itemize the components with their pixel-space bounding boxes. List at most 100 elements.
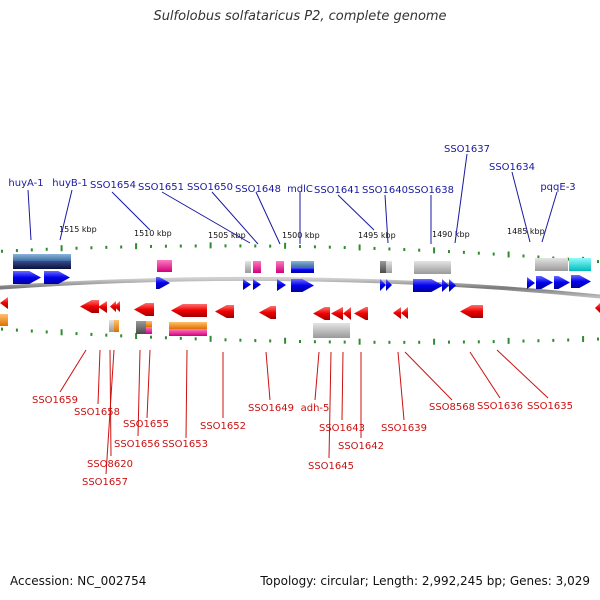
scale-label: 1515 kbp [59, 225, 97, 234]
forward-gene-arrow [13, 271, 41, 284]
tick-mark [135, 243, 138, 250]
reverse-gene-label: SSO1659 [32, 395, 78, 406]
tick-mark [433, 247, 436, 254]
tick-mark [224, 244, 227, 248]
reverse-gene-label: SSO1653 [162, 439, 208, 450]
scale-label: 1485 kbp [507, 227, 545, 236]
tick-mark [75, 246, 78, 250]
reverse-gene-label: SSO1645 [308, 461, 354, 472]
forward-features [13, 254, 591, 274]
tick-mark [194, 337, 197, 341]
tick-mark [373, 246, 376, 250]
tick-mark [522, 254, 525, 258]
tick-mark [403, 340, 406, 344]
tick-mark [254, 244, 257, 248]
tick-mark [60, 329, 63, 336]
forward-gene-label: huyA-1 [8, 178, 43, 189]
tick-ring-upper [1, 242, 599, 264]
tick-mark [597, 260, 599, 264]
tick-mark [284, 242, 287, 249]
map-title: Sulfolobus solfataricus P2, complete gen… [153, 9, 447, 24]
reverse-gene-arrow [114, 301, 120, 312]
magenta-feature [276, 261, 284, 273]
reverse-gene-label: SSO1649 [248, 403, 294, 414]
tick-mark [254, 339, 257, 343]
tick-mark [15, 249, 18, 253]
tick-mark [448, 340, 450, 344]
gray-feature [109, 320, 114, 332]
reverse-gene-arrow [331, 307, 343, 320]
tick-mark [1, 327, 3, 331]
tick-mark [179, 244, 182, 248]
reverse-labels: SSO1659 SSO1658 SSO8620 SSO1657 SSO1656 … [32, 395, 573, 488]
reverse-gene-arrow [98, 301, 107, 313]
forward-gene-arrow [277, 279, 286, 291]
magenta-feature [157, 260, 172, 272]
tick-mark [418, 248, 421, 252]
tick-mark [150, 244, 152, 248]
tick-mark [522, 339, 525, 343]
tick-mark [477, 340, 480, 344]
tick-mark [313, 340, 316, 344]
tick-mark [120, 334, 123, 338]
tick-mark [209, 242, 212, 249]
dark-gray-feature [380, 261, 386, 273]
reverse-leaders [59, 349, 549, 475]
forward-gene-label: mdlC [287, 184, 313, 195]
tick-mark [1, 249, 3, 253]
cyan-feature [569, 258, 591, 271]
reverse-gene-arrow [401, 307, 408, 319]
forward-gene-label: pqqE-3 [540, 182, 575, 193]
tick-mark [90, 332, 93, 336]
accession-label: Accession: NC_002754 [10, 574, 147, 588]
dark-gray-feature [136, 321, 146, 334]
tick-mark [30, 248, 33, 252]
gray-feature [386, 261, 392, 273]
orange-feature [0, 314, 8, 326]
tick-mark [328, 340, 331, 344]
reverse-gene-label: SSO1643 [319, 423, 365, 434]
tick-mark [343, 246, 346, 250]
forward-gene-label: SSO1637 [444, 144, 490, 155]
forward-gene-arrow [291, 279, 314, 292]
orange-feature [146, 321, 152, 327]
tick-mark [299, 245, 301, 249]
reverse-gene-arrow [259, 306, 276, 319]
tick-mark [328, 245, 331, 249]
forward-gene-arrow [554, 276, 570, 289]
reverse-gene-arrow [215, 305, 234, 318]
tick-mark [448, 250, 450, 254]
tick-mark [239, 338, 242, 342]
forward-gene-arrow [527, 277, 535, 289]
forward-gene-label: SSO1651 [138, 182, 184, 193]
reverse-gene-label: SSO1636 [477, 401, 523, 412]
reverse-gene-label: SSO1655 [123, 419, 169, 430]
reverse-gene-arrow [343, 307, 351, 320]
forward-gene-arrow [253, 279, 261, 290]
reverse-gene-label: SSO1642 [338, 441, 384, 452]
reverse-gene-label: SSO1658 [74, 407, 120, 418]
tick-mark [462, 250, 465, 254]
forward-leaders [27, 153, 558, 245]
tick-mark [433, 338, 436, 345]
scale-labels: 1515 kbp 1510 kbp 1505 kbp 1500 kbp 1495… [59, 225, 545, 240]
tick-mark [150, 335, 152, 339]
tick-mark [239, 244, 242, 248]
reverse-gene-label: SSO1656 [114, 439, 160, 450]
forward-gene-arrow [44, 271, 70, 284]
navy-feature [13, 261, 71, 269]
tick-mark [30, 329, 33, 333]
magenta-feature [169, 329, 207, 336]
reverse-gene-label: SSO1639 [381, 423, 427, 434]
forward-labels: huyA-1 huyB-1 SSO1654 SSO1651 SSO1650 SS… [8, 144, 575, 196]
forward-gene-arrow [442, 279, 449, 292]
tick-mark [388, 247, 391, 251]
tick-mark [403, 248, 406, 252]
tick-mark [358, 244, 361, 251]
tick-mark [582, 336, 585, 343]
tick-mark [224, 338, 227, 342]
forward-gene-label: SSO1634 [489, 162, 535, 173]
tick-mark [477, 251, 480, 255]
reverse-gene-arrow [0, 297, 8, 309]
forward-gene-arrow [156, 277, 170, 289]
